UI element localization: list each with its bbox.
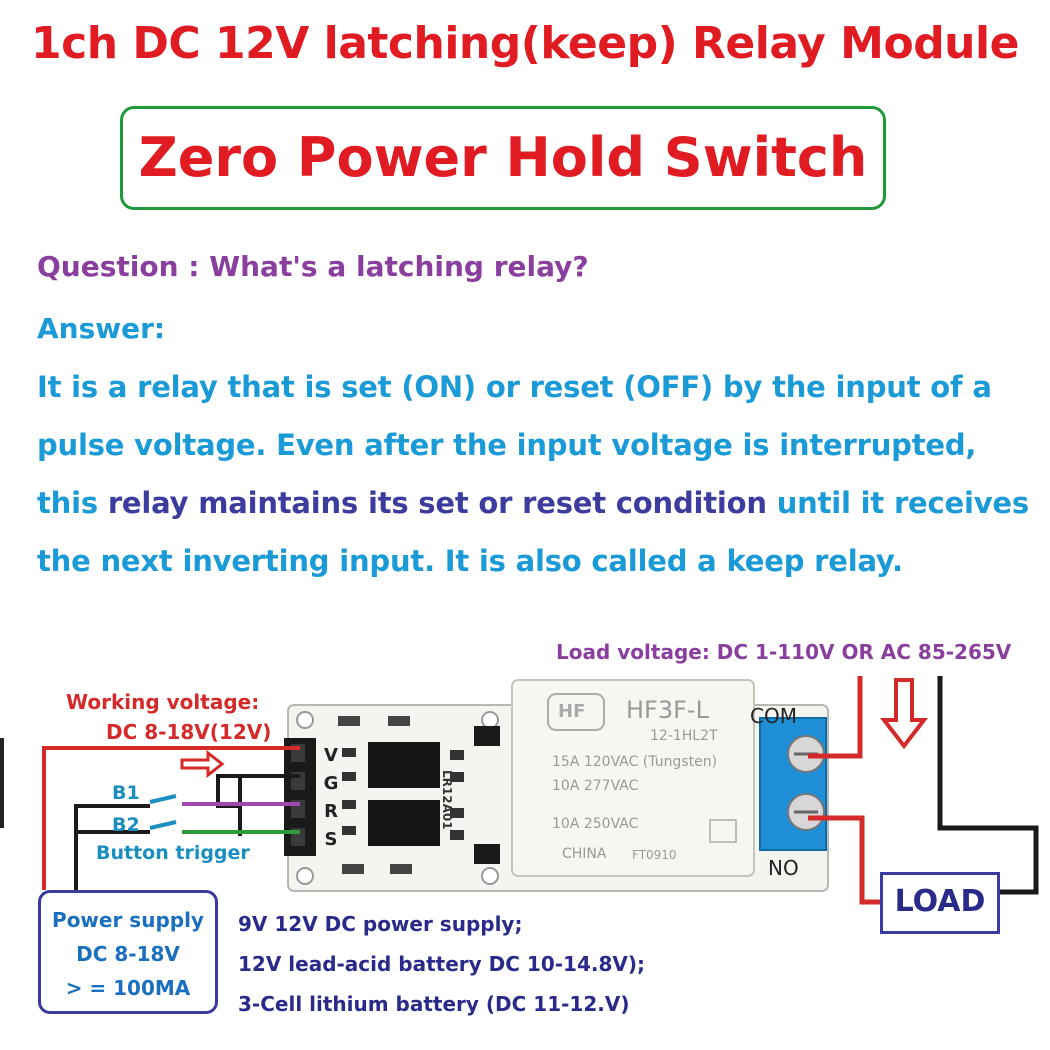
smd-part [450, 750, 464, 760]
relay-rating-2: 10A 277VAC [552, 778, 639, 794]
answer-line-2: pulse voltage. Even after the input volt… [37, 428, 977, 462]
button-trigger-label: Button trigger [96, 842, 250, 864]
page-title: 1ch DC 12V latching(keep) Relay Module [31, 18, 1019, 69]
b2-label: B2 [112, 814, 140, 836]
arrow-down-icon [879, 678, 929, 750]
power-option-2: 12V lead-acid battery DC 10-14.8V); [238, 952, 645, 976]
mounting-hole [296, 867, 314, 885]
relay-part: 12-1HL2T [650, 728, 718, 744]
answer-line-3-end: until it receives [766, 486, 1029, 520]
answer-line-4: the next inverting input. It is also cal… [37, 544, 903, 578]
edge-mark [0, 738, 4, 828]
load-return-wire [937, 676, 1039, 895]
smd-part [342, 800, 356, 809]
ground-wire-left [74, 804, 150, 890]
load-voltage-label: Load voltage: DC 1-110V OR AC 85-265V [556, 640, 1012, 664]
smd-part [450, 772, 464, 782]
relay-code: FT0910 [632, 848, 677, 862]
question-text: Question : What's a latching relay? [37, 250, 589, 283]
pin-label-s: S [324, 829, 338, 850]
smd-resistor [388, 716, 410, 726]
smd-part [342, 748, 356, 757]
smd-resistor [338, 716, 360, 726]
smd-resistor [390, 864, 412, 874]
relay-brand: HF [558, 701, 586, 722]
pin-label-r: R [324, 801, 338, 822]
button-b1-contact [149, 794, 177, 804]
smd-part [342, 826, 356, 835]
load-wire-com [808, 676, 863, 759]
transistor [474, 844, 500, 864]
working-voltage-value: DC 8-18V(12V) [106, 720, 272, 744]
power-supply-range: DC 8-18V [76, 942, 180, 966]
page-subtitle: Zero Power Hold Switch [138, 126, 868, 189]
smd-part [342, 772, 356, 781]
mounting-hole [296, 711, 314, 729]
smd-resistor [342, 864, 364, 874]
load-label: LOAD [894, 884, 986, 919]
answer-line-3: this relay maintains its set or reset co… [37, 486, 1029, 520]
b1-label: B1 [112, 782, 140, 804]
transistor [474, 726, 500, 746]
button-b2-contact [149, 820, 177, 830]
answer-line-3-start: this [37, 486, 108, 520]
power-option-3: 3-Cell lithium battery (DC 11-12.V) [238, 992, 630, 1016]
relay-origin: CHINA [562, 846, 607, 862]
answer-line-3-highlight: relay maintains its set or reset conditi… [107, 486, 767, 520]
mounting-hole [481, 711, 499, 729]
board-label: LR12A01 [440, 770, 454, 830]
power-supply-current: > = 100MA [65, 976, 191, 1000]
pin-label-v: V [324, 745, 338, 766]
relay-model: HF3F-L [626, 696, 709, 724]
com-label: COM [750, 704, 797, 728]
mounting-hole [481, 867, 499, 885]
power-supply-title: Power supply [52, 908, 204, 932]
subtitle-frame [120, 106, 886, 210]
power-option-1: 9V 12V DC power supply; [238, 912, 523, 936]
power-supply-box [38, 890, 218, 1014]
pin-labels: V G R S [320, 742, 342, 854]
certification-icon [709, 819, 737, 843]
answer-label: Answer: [37, 312, 166, 345]
answer-line-1: It is a relay that is set (ON) or reset … [37, 370, 992, 404]
power-wire-vcc [42, 746, 300, 890]
hf-logo-icon [547, 693, 605, 731]
pin-label-g: G [323, 773, 339, 794]
working-voltage-label: Working voltage: [66, 690, 260, 714]
relay-rating-1: 15A 120VAC (Tungsten) [552, 754, 718, 770]
screw-terminal-block [759, 717, 827, 851]
smd-part [450, 808, 464, 818]
no-label: NO [768, 856, 799, 880]
arrow-right-icon [180, 749, 225, 779]
optocoupler-chip-1 [368, 742, 440, 788]
relay-rating-3: 10A 250VAC [552, 816, 639, 832]
smd-part [450, 830, 464, 840]
load-box [880, 872, 1000, 934]
load-wire-no [808, 815, 882, 905]
optocoupler-chip-2 [368, 800, 440, 846]
